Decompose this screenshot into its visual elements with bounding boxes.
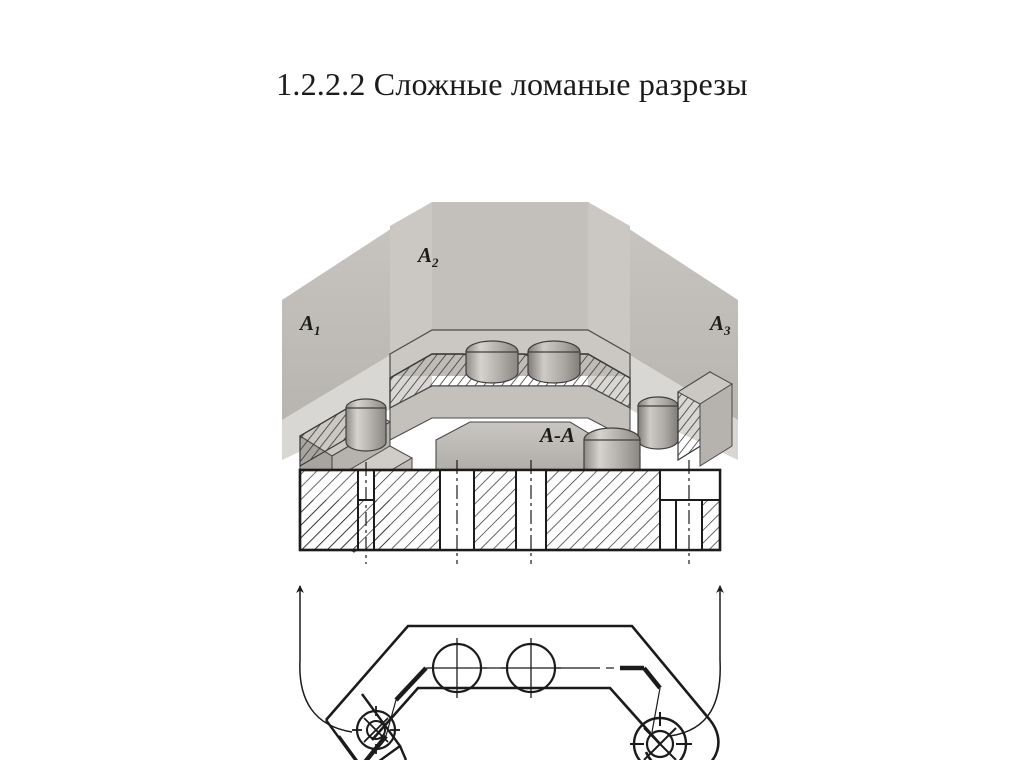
plan-inner-contour bbox=[371, 686, 661, 745]
plan-counterbore-right bbox=[630, 712, 692, 760]
plan-right-boss-outline bbox=[644, 719, 720, 760]
cutting-plane-line bbox=[363, 665, 662, 760]
boss-cylinder-right bbox=[637, 396, 679, 450]
plane-label-a2: A2 bbox=[416, 243, 439, 270]
plane-label-a3: A3 bbox=[708, 311, 731, 338]
boss-cylinder-left bbox=[345, 398, 387, 452]
projection-arc-left bbox=[296, 585, 353, 733]
section-a-a bbox=[298, 460, 722, 564]
boss-cylinder-2 bbox=[527, 340, 581, 384]
projection-arrows bbox=[296, 585, 724, 737]
plan-left-arm bbox=[325, 693, 408, 760]
page-title: 1.2.2.2 Сложные ломаные разрезы bbox=[276, 66, 748, 102]
part-right-leg-side bbox=[699, 383, 733, 467]
plane-label-a1: A1 bbox=[298, 311, 321, 338]
isometric-cut-model: A1 A2 A3 bbox=[282, 202, 738, 553]
section-label-a-a: A-A bbox=[538, 423, 575, 447]
plan-view-bracket: A A bbox=[325, 624, 720, 760]
boss-cylinder-1 bbox=[465, 340, 519, 384]
projection-arc-right bbox=[669, 585, 724, 737]
figure-container: A1 A2 A3 A-A bbox=[240, 140, 800, 760]
plan-outer-contour bbox=[325, 624, 712, 721]
